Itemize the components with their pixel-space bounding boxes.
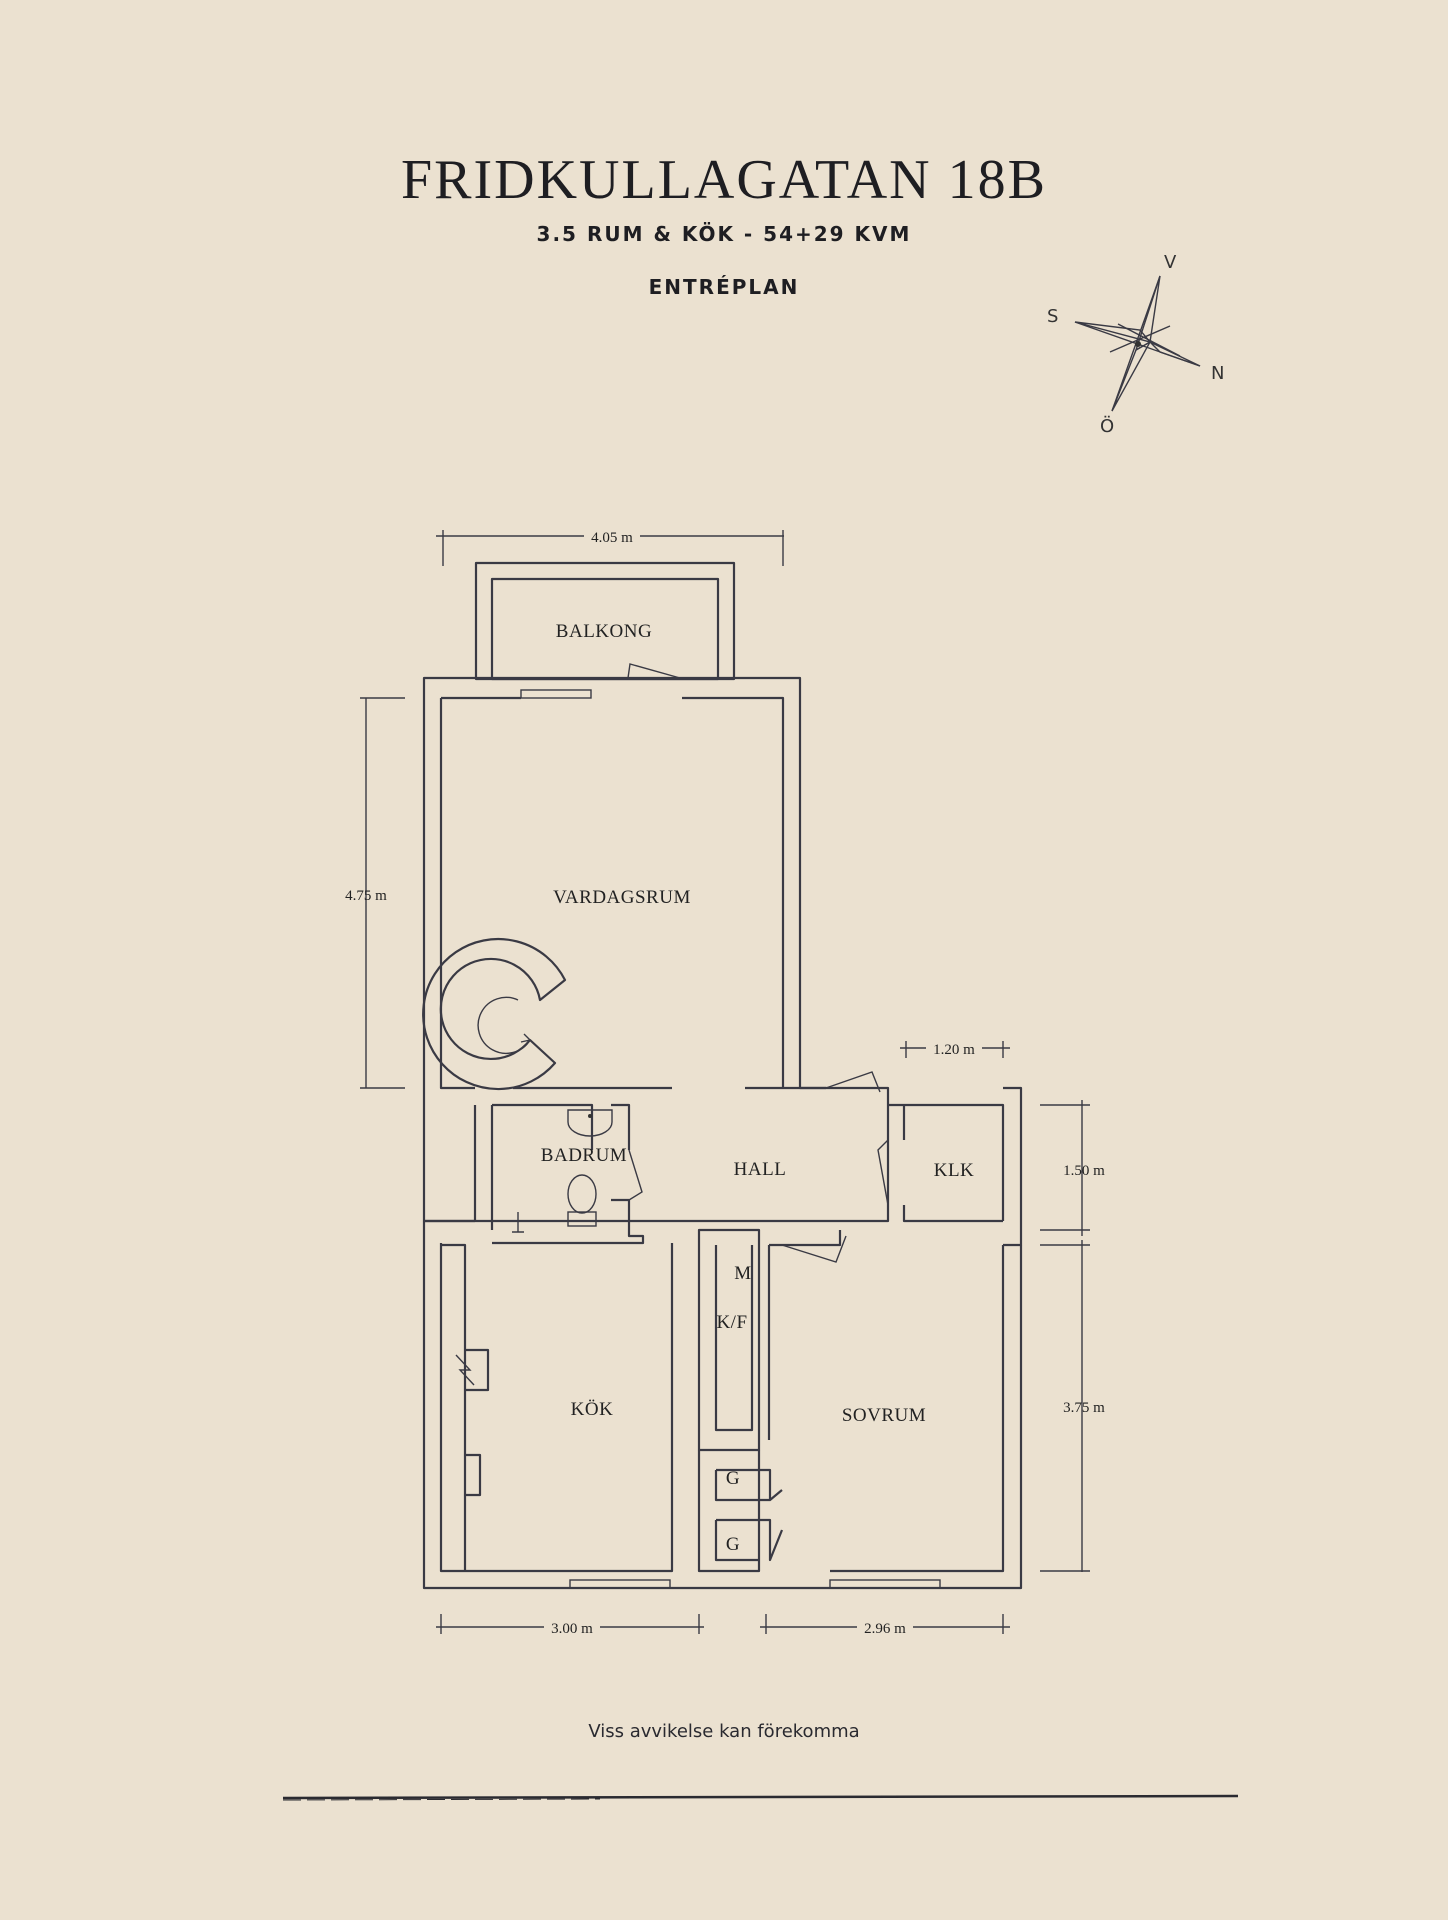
shower-icon bbox=[512, 1212, 524, 1233]
room-label-klk: KLK bbox=[934, 1160, 975, 1181]
compass-south-label: S bbox=[1047, 306, 1058, 327]
compass-north-label: N bbox=[1211, 363, 1224, 384]
sovrum-width-dimension: 2.96 m bbox=[864, 1621, 906, 1637]
closet-label-kf: K/F bbox=[716, 1312, 747, 1333]
sovrum-height-dimension: 3.75 m bbox=[1063, 1400, 1105, 1416]
kok-width-dimension: 3.00 m bbox=[551, 1621, 593, 1637]
toilet-icon bbox=[567, 1174, 597, 1227]
sink-icon bbox=[567, 1109, 613, 1137]
stove-icon bbox=[455, 1354, 475, 1386]
disclaimer-note: Viss avvikelse kan förekomma bbox=[588, 1721, 860, 1742]
klk-height-dimension: 1.50 m bbox=[1063, 1163, 1105, 1179]
left-height-dimension: 4.75 m bbox=[345, 888, 387, 904]
room-label-badrum: BADRUM bbox=[541, 1145, 627, 1166]
klk-width-dimension: 1.20 m bbox=[933, 1042, 975, 1058]
room-label-vardagsrum: VARDAGSRUM bbox=[553, 887, 691, 908]
doors bbox=[627, 663, 889, 1263]
spiral-stair-icon bbox=[422, 937, 567, 1091]
room-label-kok: KÖK bbox=[571, 1399, 614, 1420]
page-title: FRIDKULLAGATAN 18B bbox=[401, 149, 1047, 211]
closet-label-g2: G bbox=[726, 1534, 740, 1555]
walls bbox=[422, 676, 1023, 1590]
compass-east-label: Ö bbox=[1100, 415, 1114, 437]
room-label-balkong: BALKONG bbox=[556, 621, 652, 642]
compass-west-label: V bbox=[1164, 252, 1177, 273]
windows bbox=[520, 689, 941, 1589]
apartment-summary: 3.5 RUM & KÖK - 54+29 KVM bbox=[536, 222, 912, 246]
top-width-dimension: 4.05 m bbox=[591, 530, 633, 546]
closet-label-m: M bbox=[734, 1263, 751, 1284]
floor-label: ENTRÉPLAN bbox=[648, 275, 800, 299]
room-label-sovrum: SOVRUM bbox=[842, 1405, 926, 1426]
closet-label-g1: G bbox=[726, 1468, 740, 1489]
room-label-hall: HALL bbox=[734, 1159, 787, 1180]
compass-icon: V S N Ö bbox=[1047, 252, 1224, 437]
decorative-rule bbox=[282, 1794, 1239, 1801]
